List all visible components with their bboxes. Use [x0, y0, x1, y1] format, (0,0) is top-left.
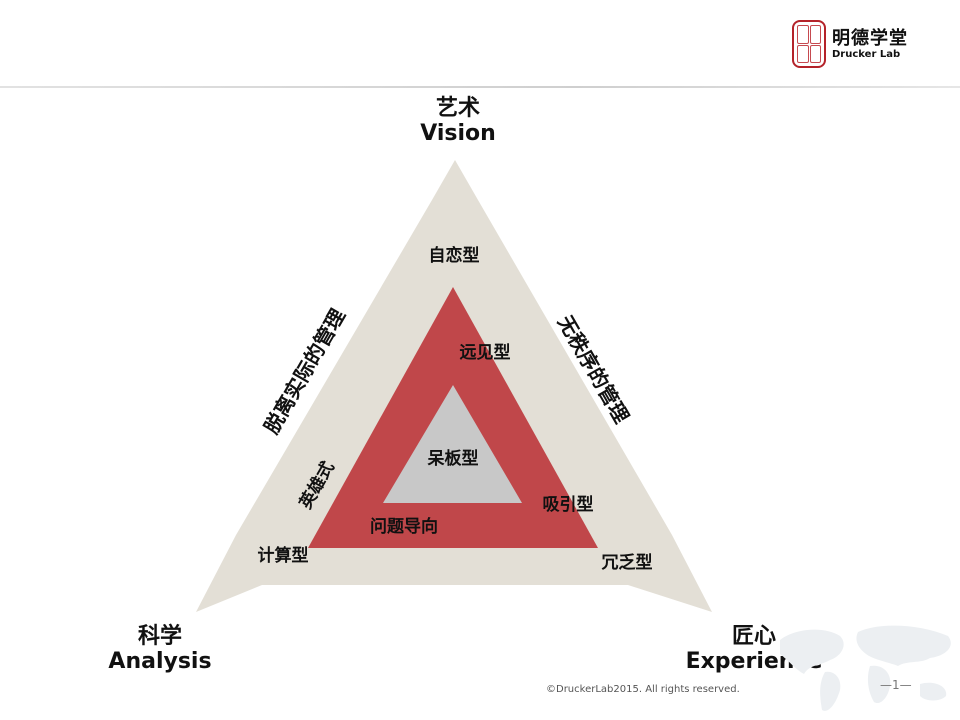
corner-left: 科学 Analysis — [100, 624, 220, 675]
corner-top-en: Vision — [420, 121, 496, 147]
zone-center: 呆板型 — [427, 449, 479, 469]
seal-icon — [792, 20, 826, 68]
logo-subtitle: Drucker Lab — [832, 49, 901, 60]
page-number: —1— — [880, 678, 912, 692]
logo-name: 明德学堂 — [832, 28, 908, 49]
zone-top-inner: 远见型 — [459, 343, 511, 363]
inner-triangle — [383, 385, 522, 503]
header-divider — [0, 86, 960, 88]
corner-left-zh: 科学 — [137, 624, 182, 649]
zone-left-corner: 计算型 — [257, 546, 309, 566]
copyright-text: ©DruckerLab2015. All rights reserved. — [546, 684, 740, 695]
zone-right-inner: 吸引型 — [542, 495, 594, 515]
zone-right-corner: 冗乏型 — [601, 553, 653, 573]
zone-bottom-inner: 问题导向 — [370, 517, 438, 537]
corner-top: 艺术 Vision — [408, 96, 508, 147]
corner-right-zh: 匠心 — [731, 624, 776, 649]
zone-top-outer: 自恋型 — [428, 246, 480, 266]
world-map-watermark — [780, 625, 951, 711]
corner-top-zh: 艺术 — [435, 96, 480, 121]
corner-left-en: Analysis — [108, 649, 212, 675]
logo: 明德学堂 Drucker Lab — [792, 20, 952, 72]
